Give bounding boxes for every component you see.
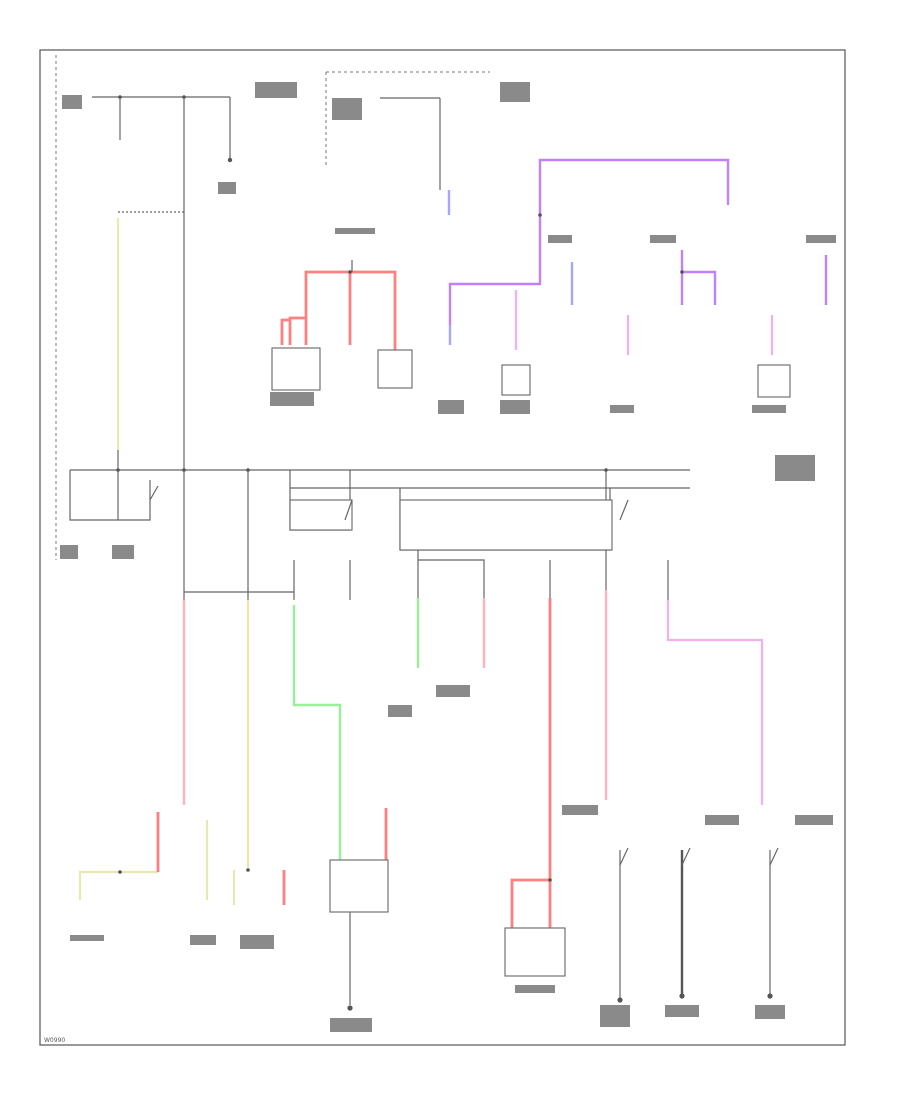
label-mark [650, 235, 676, 243]
component-box-8 [399, 499, 613, 551]
label-mark [330, 1018, 372, 1032]
node [680, 270, 684, 274]
diagram-frame [39, 49, 846, 1046]
switch-icon [344, 499, 353, 521]
switch-icon [619, 499, 629, 521]
label-mark [438, 400, 464, 414]
node [227, 157, 233, 163]
component-box-3 [501, 364, 531, 396]
switch-symbols [149, 485, 779, 866]
magenta-wire-right-lower [666, 600, 764, 805]
label-mark [70, 935, 104, 941]
label-mark [548, 235, 572, 243]
illegible-labels [60, 82, 836, 1032]
component-box-7 [289, 499, 353, 531]
label-mark [270, 392, 314, 406]
label-mark [500, 400, 530, 414]
node [246, 468, 250, 472]
ground-icon [617, 997, 623, 1003]
violet-wire-branch-b [682, 270, 717, 305]
red-wire-right [350, 270, 397, 350]
label-mark [775, 455, 815, 481]
node [182, 95, 186, 99]
red-wire-lower-loop [510, 878, 550, 930]
node [548, 878, 552, 882]
yellow-wires [78, 218, 250, 905]
label-mark [610, 405, 634, 413]
red-wire-small-b [280, 318, 290, 345]
ground-icon [347, 1005, 353, 1011]
label-mark [190, 935, 216, 945]
label-mark [335, 228, 375, 234]
ground-symbols [347, 993, 773, 1011]
black-wires [69, 96, 771, 1005]
yellow-wire-bottom-left [78, 870, 158, 900]
node [604, 468, 608, 472]
label-mark [755, 1005, 785, 1019]
label-mark [500, 82, 530, 102]
switch-icon [149, 485, 159, 501]
component-box-6 [504, 927, 566, 977]
label-mark [388, 705, 412, 717]
node [118, 95, 122, 99]
label-mark [806, 235, 836, 243]
green-wire-main [292, 605, 342, 860]
node [348, 270, 352, 274]
pink-wires-top [514, 290, 774, 355]
wire-left-relay [69, 470, 151, 521]
pink-wires-lower [182, 590, 608, 805]
component-box-5 [329, 859, 389, 913]
node [116, 468, 120, 472]
diagram-id: W0990 [44, 1037, 65, 1044]
red-wires-top [280, 270, 397, 350]
node [246, 868, 250, 872]
blue-wires [447, 190, 574, 345]
label-mark [112, 545, 134, 559]
red-wire-loop [304, 270, 350, 345]
node [538, 213, 542, 217]
switch-icon [769, 847, 779, 866]
red-wires-lower [156, 598, 552, 930]
node [182, 468, 186, 472]
component-box-1 [271, 347, 321, 391]
label-mark [795, 815, 833, 825]
component-box-4 [757, 364, 791, 398]
label-mark [436, 685, 470, 697]
label-mark [665, 1005, 699, 1017]
wire-relay-mid-h [418, 559, 485, 598]
magenta-wires-lower [666, 600, 764, 805]
red-wire-small [288, 316, 306, 345]
label-mark [240, 935, 274, 949]
violet-wire-left [448, 215, 542, 325]
label-mark [60, 545, 78, 559]
label-mark [515, 985, 555, 993]
switch-icon [681, 847, 691, 866]
label-mark [218, 182, 236, 194]
label-mark [600, 1005, 630, 1027]
label-mark [255, 82, 297, 98]
violet-wires [448, 158, 828, 325]
violet-wire-main [538, 158, 730, 215]
node [118, 870, 122, 874]
component-box-2 [377, 349, 413, 389]
label-mark [62, 95, 82, 109]
label-mark [705, 815, 739, 825]
ground-icon [679, 993, 685, 999]
label-mark [752, 405, 786, 413]
junction-nodes [116, 95, 684, 882]
switch-icon [619, 847, 629, 866]
label-mark [332, 98, 362, 120]
green-wires [292, 598, 420, 860]
label-mark [562, 805, 598, 815]
ground-icon [767, 993, 773, 999]
